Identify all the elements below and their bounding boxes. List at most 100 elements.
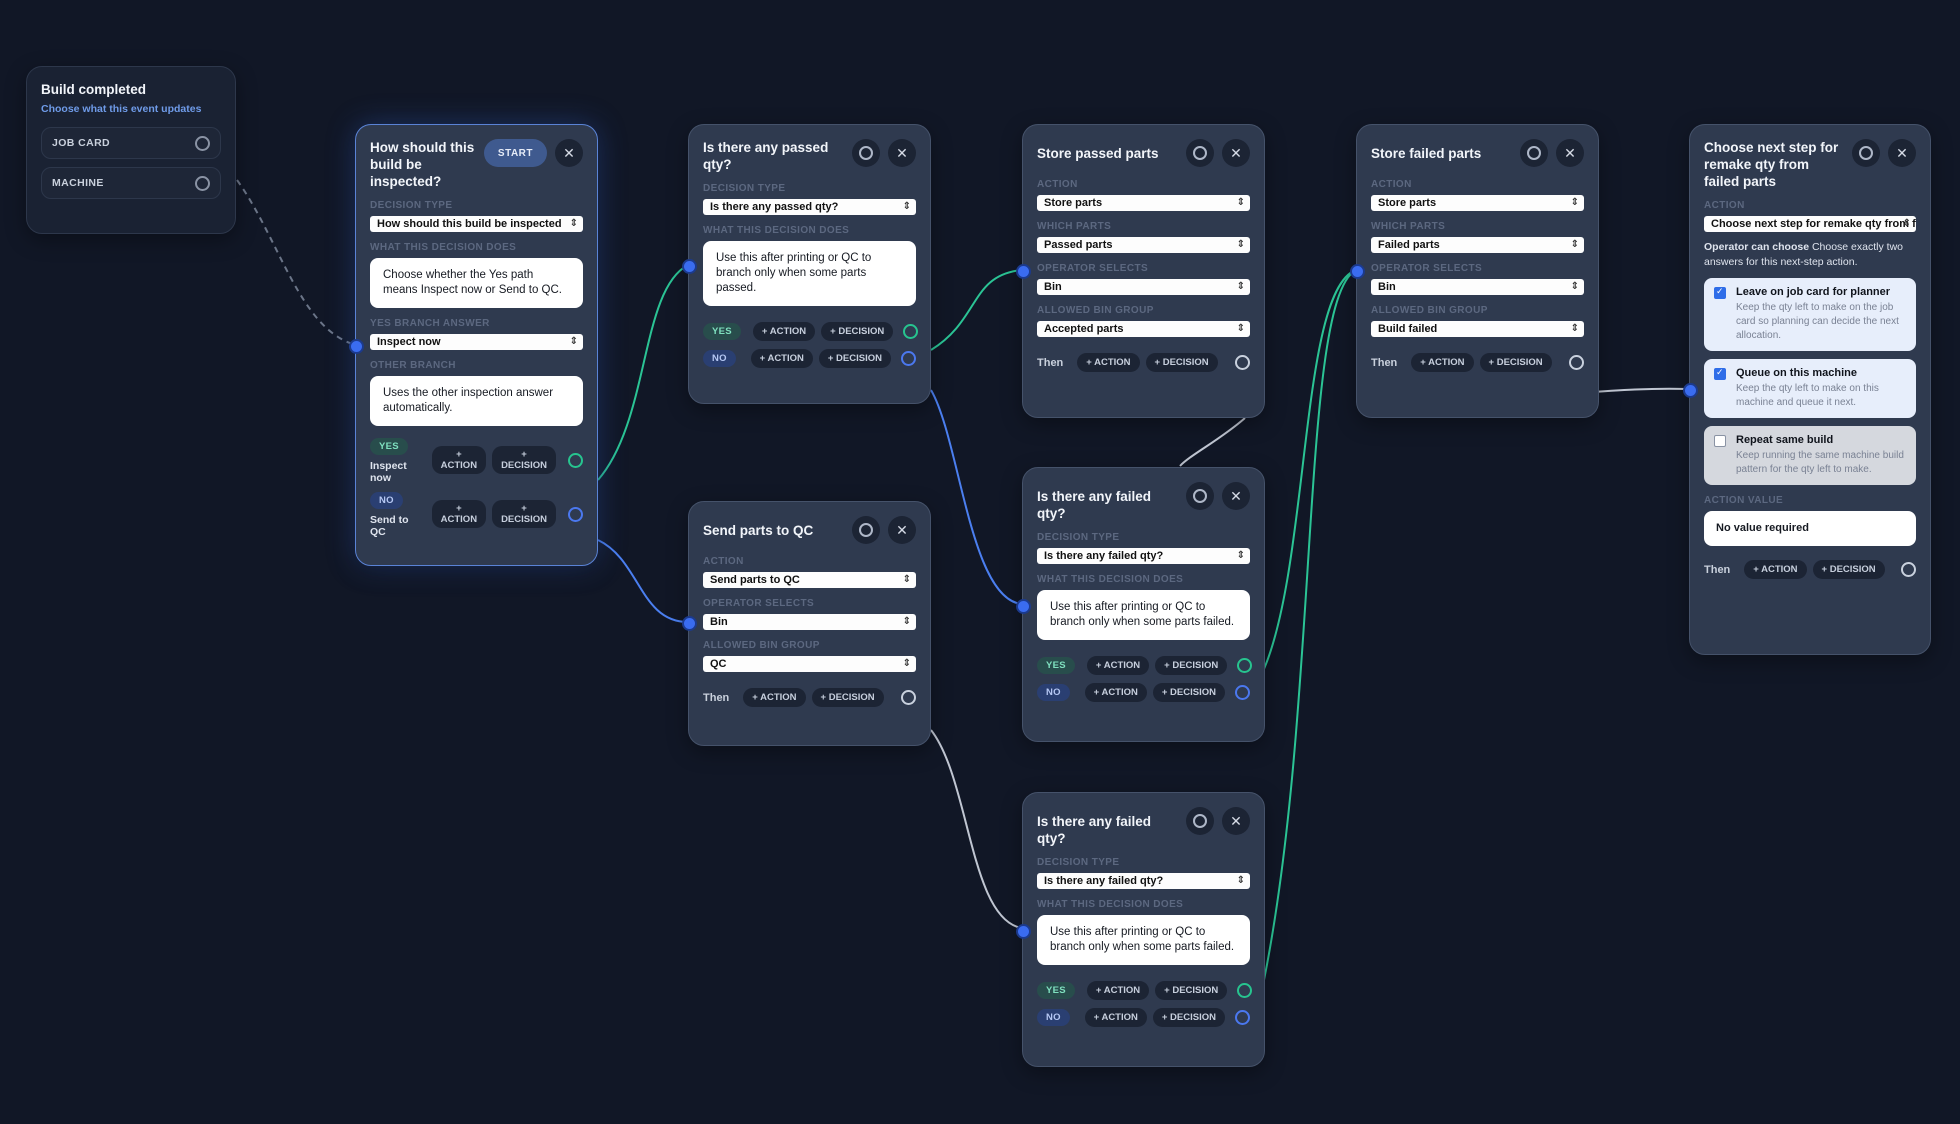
input-port[interactable] (682, 616, 697, 631)
decision-type-select[interactable]: Is there any failed qty? (1037, 873, 1250, 889)
add-action-button[interactable]: + ACTION (1077, 353, 1140, 372)
operator-select[interactable]: Bin (703, 614, 916, 630)
decision-node-failed-qty-2[interactable]: Is there any failed qty? ✕ DECISION TYPE… (1016, 792, 1265, 1067)
event-node-build-completed[interactable]: Build completed Choose what this event u… (26, 66, 236, 234)
no-output-port[interactable] (568, 506, 583, 522)
settings-icon[interactable] (1186, 807, 1214, 835)
action-select[interactable]: Send parts to QC (703, 572, 916, 588)
then-output-port[interactable] (1901, 562, 1916, 577)
operator-select[interactable]: Bin (1371, 279, 1584, 295)
input-port[interactable] (1016, 599, 1031, 614)
add-action-button[interactable]: + ACTION (1086, 656, 1150, 675)
option-repeat-same-build[interactable]: Repeat same build Keep running the same … (1704, 426, 1916, 485)
bin-group-select[interactable]: Build failed (1371, 321, 1584, 337)
add-action-button[interactable]: + ACTION (1086, 981, 1150, 1000)
add-decision-button[interactable]: + DECISION (1152, 1008, 1225, 1027)
add-decision-button[interactable]: +DECISION (492, 500, 556, 528)
checkbox-unchecked[interactable] (1714, 435, 1726, 447)
add-action-button[interactable]: +ACTION (431, 446, 487, 474)
action-node-store-failed[interactable]: Store failed parts ✕ ACTION Store parts … (1350, 124, 1599, 418)
close-icon[interactable]: ✕ (1222, 139, 1250, 167)
what-description[interactable]: Use this after printing or QC to branch … (1037, 590, 1250, 640)
yes-output-port[interactable] (903, 324, 919, 339)
add-decision-button[interactable]: + DECISION (1155, 981, 1228, 1000)
operator-select[interactable]: Bin (1037, 279, 1250, 295)
input-port[interactable] (1683, 383, 1698, 398)
event-option-job-card[interactable]: JOB CARD (41, 127, 221, 159)
then-output-port[interactable] (901, 690, 916, 705)
input-port[interactable] (682, 259, 697, 274)
add-action-button[interactable]: + ACTION (752, 322, 816, 341)
yes-output-port[interactable] (568, 452, 583, 468)
yes-output-port[interactable] (1237, 658, 1253, 673)
other-branch-description[interactable]: Uses the other inspection answer automat… (370, 376, 583, 426)
close-icon[interactable]: ✕ (555, 139, 583, 167)
add-decision-button[interactable]: + DECISION (1145, 353, 1218, 372)
add-action-button[interactable]: + ACTION (1084, 1008, 1147, 1027)
action-select[interactable]: Store parts (1371, 195, 1584, 211)
event-option-machine[interactable]: MACHINE (41, 167, 221, 199)
decision-type-select[interactable]: How should this build be inspected (370, 216, 583, 232)
action-node-store-passed[interactable]: Store passed parts ✕ ACTION Store parts … (1016, 124, 1265, 418)
settings-icon[interactable] (1852, 139, 1880, 167)
decision-type-select[interactable]: Is there any passed qty? (703, 199, 916, 215)
add-action-button[interactable]: + ACTION (750, 349, 813, 368)
checkbox-checked[interactable] (1714, 367, 1726, 380)
what-description[interactable]: Use this after printing or QC to branch … (703, 241, 916, 306)
settings-icon[interactable] (852, 516, 880, 544)
close-icon[interactable]: ✕ (888, 516, 916, 544)
add-decision-button[interactable]: + DECISION (818, 349, 891, 368)
add-decision-button[interactable]: +DECISION (492, 446, 556, 474)
decision-node-passed-qty[interactable]: Is there any passed qty? ✕ DECISION TYPE… (682, 124, 931, 404)
start-badge[interactable]: START (483, 139, 547, 167)
input-port[interactable] (1016, 924, 1031, 939)
add-decision-button[interactable]: + DECISION (821, 322, 894, 341)
input-port[interactable] (1016, 264, 1031, 279)
close-icon[interactable]: ✕ (1222, 807, 1250, 835)
settings-icon[interactable] (852, 139, 880, 167)
decision-node-inspect[interactable]: How should this build be inspected? STAR… (349, 124, 598, 566)
then-output-port[interactable] (1235, 355, 1250, 370)
add-action-button[interactable]: + ACTION (1084, 683, 1147, 702)
then-output-port[interactable] (1569, 355, 1584, 370)
action-value-field[interactable]: No value required (1704, 511, 1916, 546)
action-select[interactable]: Choose next step for remake qty from fai… (1704, 216, 1916, 232)
settings-icon[interactable] (1186, 139, 1214, 167)
machine-port[interactable] (195, 175, 210, 191)
close-icon[interactable]: ✕ (888, 139, 916, 167)
settings-icon[interactable] (1186, 482, 1214, 510)
decision-type-select[interactable]: Is there any failed qty? (1037, 548, 1250, 564)
close-icon[interactable]: ✕ (1556, 139, 1584, 167)
settings-icon[interactable] (1520, 139, 1548, 167)
what-description[interactable]: Choose whether the Yes path means Inspec… (370, 258, 583, 308)
input-port[interactable] (349, 339, 364, 354)
add-decision-button[interactable]: + DECISION (1155, 656, 1228, 675)
input-port[interactable] (1350, 264, 1365, 279)
decision-node-failed-qty-1[interactable]: Is there any failed qty? ✕ DECISION TYPE… (1016, 467, 1265, 742)
checkbox-checked[interactable] (1714, 286, 1726, 299)
add-action-button[interactable]: +ACTION (431, 500, 487, 528)
job-card-port[interactable] (195, 135, 210, 151)
add-action-button[interactable]: + ACTION (1411, 353, 1474, 372)
add-decision-button[interactable]: + DECISION (1152, 683, 1225, 702)
yes-answer-select[interactable]: Inspect now (370, 334, 583, 350)
add-action-button[interactable]: + ACTION (1744, 560, 1807, 579)
add-decision-button[interactable]: + DECISION (811, 688, 884, 707)
which-parts-select[interactable]: Passed parts (1037, 237, 1250, 253)
what-description[interactable]: Use this after printing or QC to branch … (1037, 915, 1250, 965)
yes-output-port[interactable] (1237, 983, 1253, 998)
bin-group-select[interactable]: QC (703, 656, 916, 672)
option-leave-on-job-card[interactable]: Leave on job card for planner Keep the q… (1704, 278, 1916, 351)
no-output-port[interactable] (901, 351, 916, 366)
action-node-send-to-qc[interactable]: Send parts to QC ✕ ACTION Send parts to … (682, 501, 931, 746)
add-decision-button[interactable]: + DECISION (1479, 353, 1552, 372)
which-parts-select[interactable]: Failed parts (1371, 237, 1584, 253)
close-icon[interactable]: ✕ (1222, 482, 1250, 510)
action-select[interactable]: Store parts (1037, 195, 1250, 211)
bin-group-select[interactable]: Accepted parts (1037, 321, 1250, 337)
no-output-port[interactable] (1235, 1010, 1250, 1025)
option-queue-on-machine[interactable]: Queue on this machine Keep the qty left … (1704, 359, 1916, 418)
no-output-port[interactable] (1235, 685, 1250, 700)
action-node-next-step[interactable]: Choose next step for remake qty from fai… (1683, 124, 1931, 655)
close-icon[interactable]: ✕ (1888, 139, 1916, 167)
